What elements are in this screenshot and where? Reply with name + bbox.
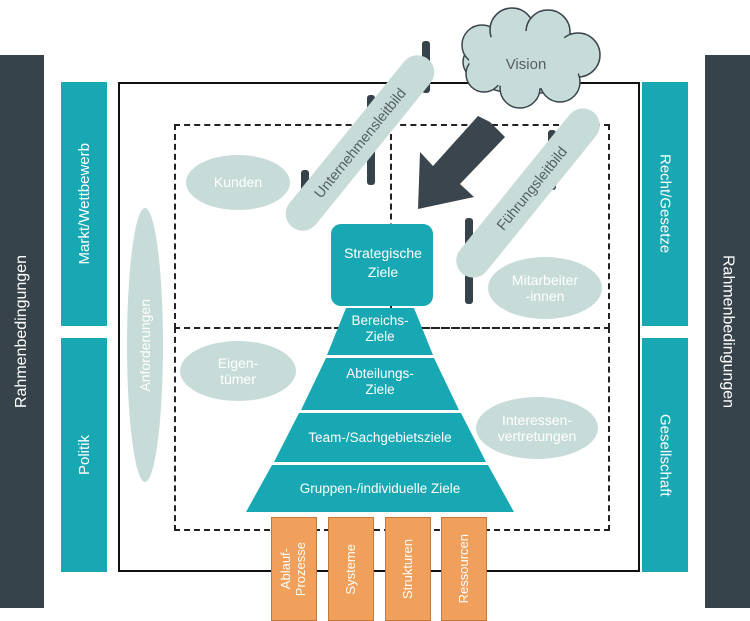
pyramid-level-1-label: Bereichs- Ziele: [351, 313, 409, 345]
kunden-label: Kunden: [213, 174, 263, 191]
vision-label: Vision: [506, 56, 547, 73]
resource-ablauf-prozesse: Ablauf- Prozesse: [271, 517, 317, 621]
right-inner-bottom-bar: Gesellschaft: [642, 338, 688, 572]
interessen-label: Interessen- vertretungen: [497, 411, 577, 444]
anforderungen-ellipse: Anforderungen: [127, 208, 163, 482]
pyramid-level-1: [327, 308, 433, 355]
resource-strukturen-label: Strukturen: [399, 539, 415, 599]
pyramid-level-2-label: Abteilungs- Ziele: [346, 366, 414, 398]
resource-ressourcen: Ressourcen: [441, 517, 487, 621]
pyramid-level-3-label: Team-/Sachgebietsziele: [308, 430, 452, 445]
right-inner-top-label: Recht/Gesetze: [656, 154, 674, 254]
left-inner-top-bar: Markt/Wettbewerb: [61, 82, 107, 326]
resource-systeme: Systeme: [328, 517, 374, 621]
pyramid-level-4-label: Gruppen-/individuelle Ziele: [299, 481, 461, 496]
unternehmensleitbild-banner: [285, 55, 435, 231]
eigentuemer-ellipse: Eigen- tümer: [180, 341, 296, 401]
resource-systeme-label: Systeme: [342, 543, 358, 595]
left-inner-bottom-bar: Politik: [61, 338, 107, 572]
right-outer-label: Rahmenbedingungen: [719, 254, 737, 408]
strategische-ziele-box: [331, 224, 433, 306]
strategische-ziele-line1: Strategische: [344, 245, 422, 261]
right-inner-bottom-label: Gesellschaft: [656, 413, 674, 497]
mitarbeiter-ellipse: Mitarbeiter -innen: [488, 257, 602, 319]
pyramid-level-3: [274, 413, 486, 462]
kunden-ellipse: Kunden: [186, 155, 290, 210]
vision-cloud: Vision: [461, 7, 601, 109]
resource-ablauf-label: Ablauf- Prozesse: [278, 541, 308, 597]
right-inner-top-bar: Recht/Gesetze: [642, 82, 688, 326]
pyramid-level-2: [301, 358, 459, 410]
vision-arrow: [418, 116, 505, 209]
interessen-ellipse: Interessen- vertretungen: [476, 397, 598, 459]
unternehmensleitbild-label: Unternehmensleitbild: [312, 86, 410, 202]
resource-strukturen: Strukturen: [385, 517, 431, 621]
fuehrungsleitbild-banner: [456, 108, 600, 278]
strategische-ziele-line2: Ziele: [368, 264, 399, 280]
left-outer-bar: Rahmenbedingungen: [0, 55, 44, 608]
mitarbeiter-label: Mitarbeiter -innen: [511, 271, 579, 304]
pyramid-level-4: [246, 465, 514, 512]
fuehrungsleitbild-label: Führungsleitbild: [494, 144, 571, 234]
resource-ressourcen-label: Ressourcen: [455, 534, 471, 604]
eigentuemer-label: Eigen- tümer: [217, 354, 259, 387]
right-outer-bar: Rahmenbedingungen: [705, 55, 750, 608]
